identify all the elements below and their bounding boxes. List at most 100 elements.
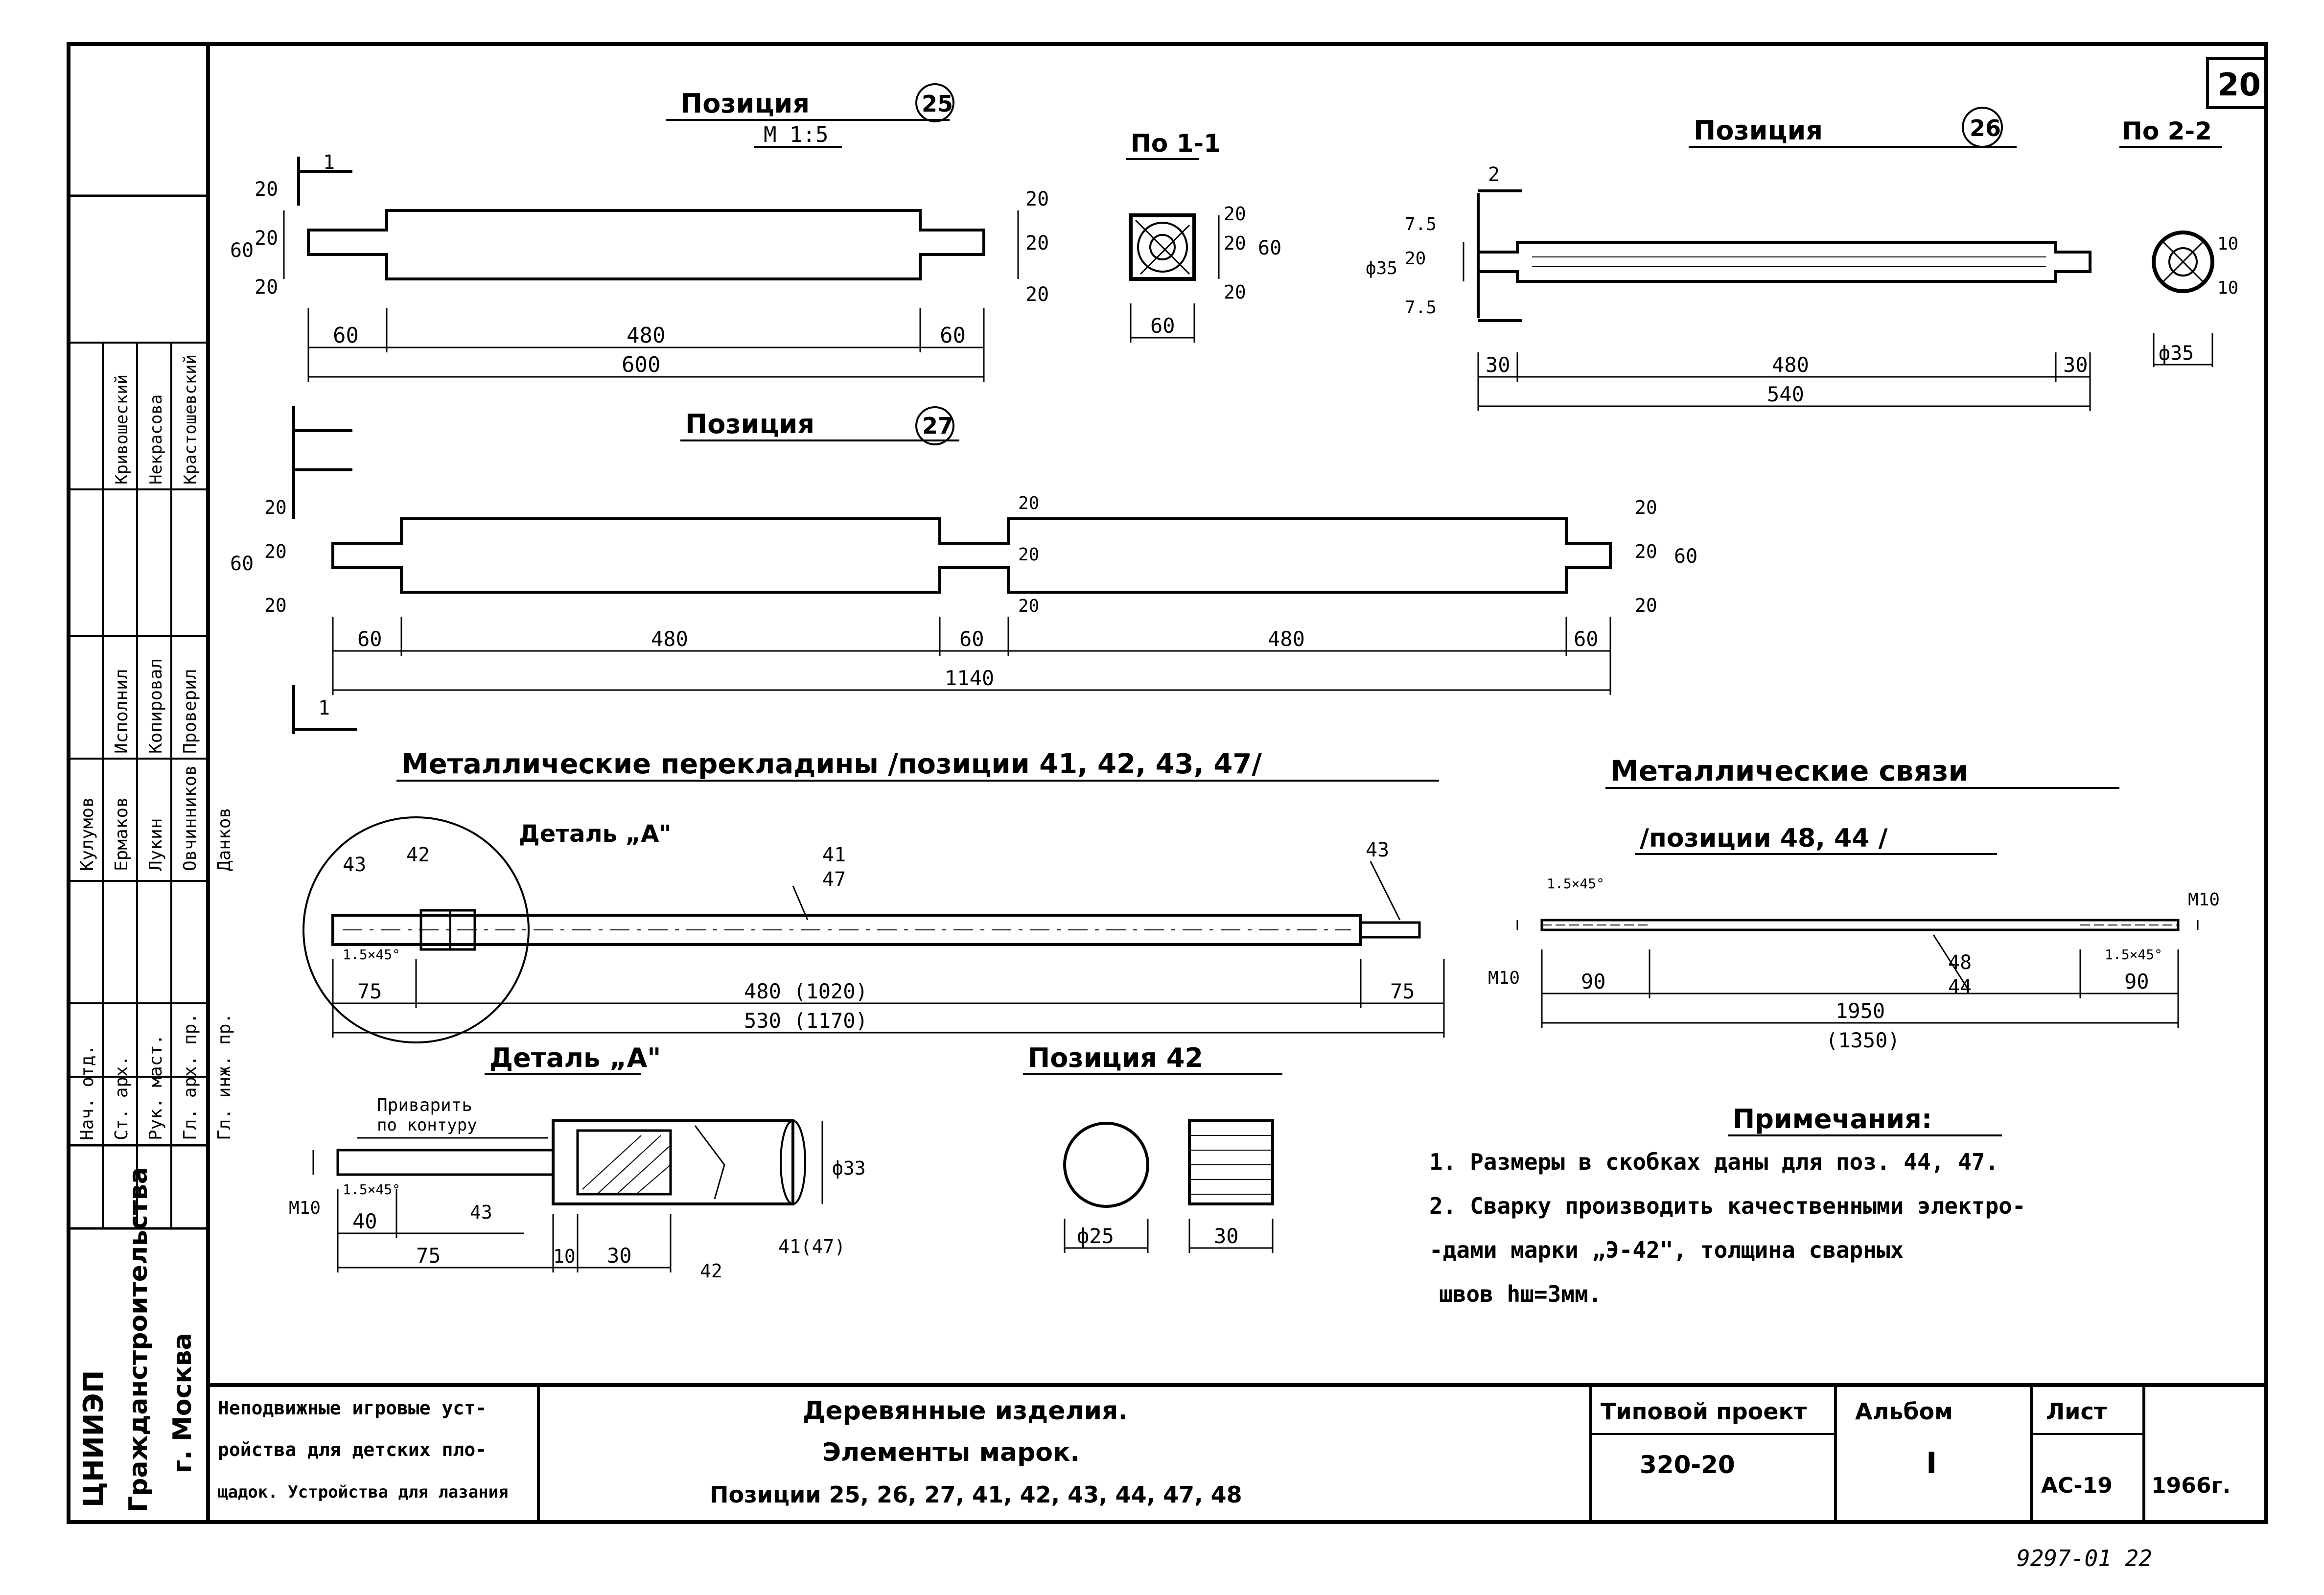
tb-object-3: щадок. Устройства для лазания	[218, 1482, 509, 1502]
metal-ties-label-44: 44	[1948, 976, 1972, 998]
tb-object-2: ройства для детских пло-	[218, 1439, 487, 1460]
pos25-dim-60-right: 60	[940, 323, 966, 348]
pos25-dim-20-e: 20	[1025, 232, 1049, 254]
left-strip-col2-name-3: Крастошевский	[181, 354, 200, 485]
detail-a-chamfer: 1.5×45°	[343, 1181, 400, 1198]
section-1-1-title: По 1-1	[1131, 129, 1221, 158]
pos25-dim-20-c: 20	[255, 276, 278, 299]
metal-bars-detail-label: Деталь „А"	[519, 820, 671, 848]
tb-name-3: Позиции 25, 26, 27, 41, 42, 43, 44, 47, …	[710, 1481, 1242, 1508]
left-strip-org-1: ЦНИИЭП	[78, 1370, 110, 1507]
detail-a-dim-10: 10	[553, 1246, 576, 1267]
pos25-dim-60-height: 60	[230, 239, 254, 262]
metal-bars-chamfer: 1.5×45°	[343, 947, 400, 963]
pos26-section-mark: 2	[1488, 163, 1500, 186]
sheet-number: 20	[2217, 67, 2261, 103]
metal-ties-title: Металлические связи	[1610, 754, 1968, 787]
metal-ties-chamfer-right: 1.5×45°	[2105, 947, 2162, 963]
notes-line-4: швов hш=3мм.	[1439, 1281, 1602, 1307]
detail-a-dim-40: 40	[352, 1209, 377, 1233]
metal-ties-drawing	[1516, 787, 2199, 1028]
tb-sheet: АС-19	[2041, 1473, 2113, 1498]
position-42-title: Позиция 42	[1028, 1042, 1203, 1073]
section-1-1-dim-b: 20	[1224, 232, 1246, 254]
metal-ties-chamfer-left: 1.5×45°	[1547, 876, 1604, 892]
position-26-title: Позиция	[1694, 115, 1823, 146]
pos25-dim-20-f: 20	[1025, 283, 1049, 306]
sheet-number-box	[2206, 57, 2268, 109]
pos26-dim-phi35: ф35	[1366, 258, 1397, 278]
tb-year: 1966г.	[2151, 1473, 2231, 1498]
pos27-dim-60-b: 60	[959, 627, 984, 651]
detail-a-label-41: 41(47)	[778, 1236, 845, 1257]
metal-ties-dim-90-right: 90	[2124, 970, 2149, 994]
pos27-dim-1140: 1140	[945, 666, 994, 690]
left-strip-col2-name-1: Кривошеский	[112, 374, 132, 485]
detail-a-title: Деталь „А"	[489, 1042, 661, 1073]
left-strip-role-3: Рук. маст.	[146, 1034, 166, 1140]
metal-bars-dim-75-left: 75	[357, 979, 382, 1003]
position-25-number: 25	[922, 91, 953, 117]
tb-sheet-label: Лист	[2046, 1398, 2107, 1425]
metal-bars-dim-480: 480 (1020)	[744, 979, 868, 1003]
tb-name-2: Элементы марок.	[822, 1438, 1080, 1467]
section-1-1-drawing	[1126, 158, 1220, 343]
position-26-number: 26	[1970, 115, 2001, 141]
metal-bars-label-43-left: 43	[343, 854, 366, 876]
pos27-dim-480-a: 480	[651, 627, 688, 651]
pos27-dim-20-b: 20	[264, 541, 287, 562]
pos25-dim-20-a: 20	[255, 178, 278, 201]
section-2-2-dim-b: 10	[2217, 278, 2238, 298]
section-1-1-width: 60	[1150, 314, 1175, 338]
position-25-scale: М 1:5	[764, 122, 828, 147]
pos27-dim-480-b: 480	[1268, 627, 1305, 651]
notes-title: Примечания:	[1733, 1104, 1932, 1134]
pos27-right-20-a: 20	[1635, 497, 1657, 518]
pos27-mid-20-a: 20	[1018, 493, 1039, 513]
left-strip-name-3: Лукин	[146, 818, 166, 871]
notes-line-2: 2. Сварку производить качественными элек…	[1429, 1193, 2026, 1219]
pos26-dim-30-left: 30	[1486, 353, 1511, 377]
pos27-dim-20-c: 20	[264, 595, 287, 616]
position-42-drawing	[1023, 1073, 1282, 1253]
tb-album: I	[1926, 1446, 1937, 1480]
pos26-dim-20: 20	[1405, 249, 1426, 269]
left-strip-name-1: Кулумов	[77, 797, 97, 871]
section-2-2-title: По 2-2	[2122, 117, 2212, 145]
pos27-mid-20-c: 20	[1018, 596, 1039, 616]
pos25-dim-20-d: 20	[1025, 188, 1049, 210]
position-27-title: Позиция	[685, 409, 814, 439]
position-42-phi25: ф25	[1077, 1224, 1114, 1248]
sheet-frame	[67, 42, 2268, 1524]
tb-project: 320-20	[1640, 1451, 1735, 1479]
metal-bars-drawing	[302, 780, 1445, 1043]
detail-a-dim-75: 75	[416, 1244, 441, 1268]
notes-line-3: -дами марки „Э-42", толщина сварных	[1429, 1237, 1904, 1263]
metal-bars-label-47: 47	[822, 868, 846, 891]
tb-name-1: Деревянные изделия.	[803, 1396, 1128, 1426]
metal-ties-dim-90-left: 90	[1581, 970, 1606, 994]
section-1-1-height: 60	[1258, 237, 1281, 259]
pos27-right-60: 60	[1674, 545, 1697, 568]
left-strip-name-5: Данков	[214, 808, 234, 871]
pos27-mid-20-b: 20	[1018, 545, 1039, 565]
pos26-dim-480: 480	[1772, 353, 1809, 377]
pos27-section-mark: 1	[318, 697, 330, 719]
metal-ties-label-48: 48	[1948, 951, 1972, 974]
notes-line-1: 1. Размеры в скобках даны для поз. 44, 4…	[1429, 1149, 1999, 1175]
detail-a-label-43: 43	[470, 1202, 492, 1223]
left-strip-role-1: Нач. отд.	[77, 1045, 97, 1140]
tb-album-label: Альбом	[1855, 1398, 1953, 1425]
pos25-dim-60-left: 60	[333, 323, 359, 348]
pos26-dim-30-right: 30	[2063, 353, 2088, 377]
pos27-dim-60-a: 60	[357, 627, 382, 651]
left-strip-role-2: Ст. арх.	[112, 1056, 132, 1140]
pos25-dim-480: 480	[627, 323, 665, 348]
metal-ties-subtitle: /позиции 48, 44 /	[1640, 824, 1888, 853]
metal-bars-dim-75-right: 75	[1390, 979, 1415, 1003]
pos27-right-20-c: 20	[1635, 595, 1657, 616]
pos25-section-mark: 1	[323, 151, 335, 174]
left-strip-role-5: Гл. инж. пр.	[214, 1013, 234, 1140]
position-27-number: 27	[922, 413, 953, 439]
